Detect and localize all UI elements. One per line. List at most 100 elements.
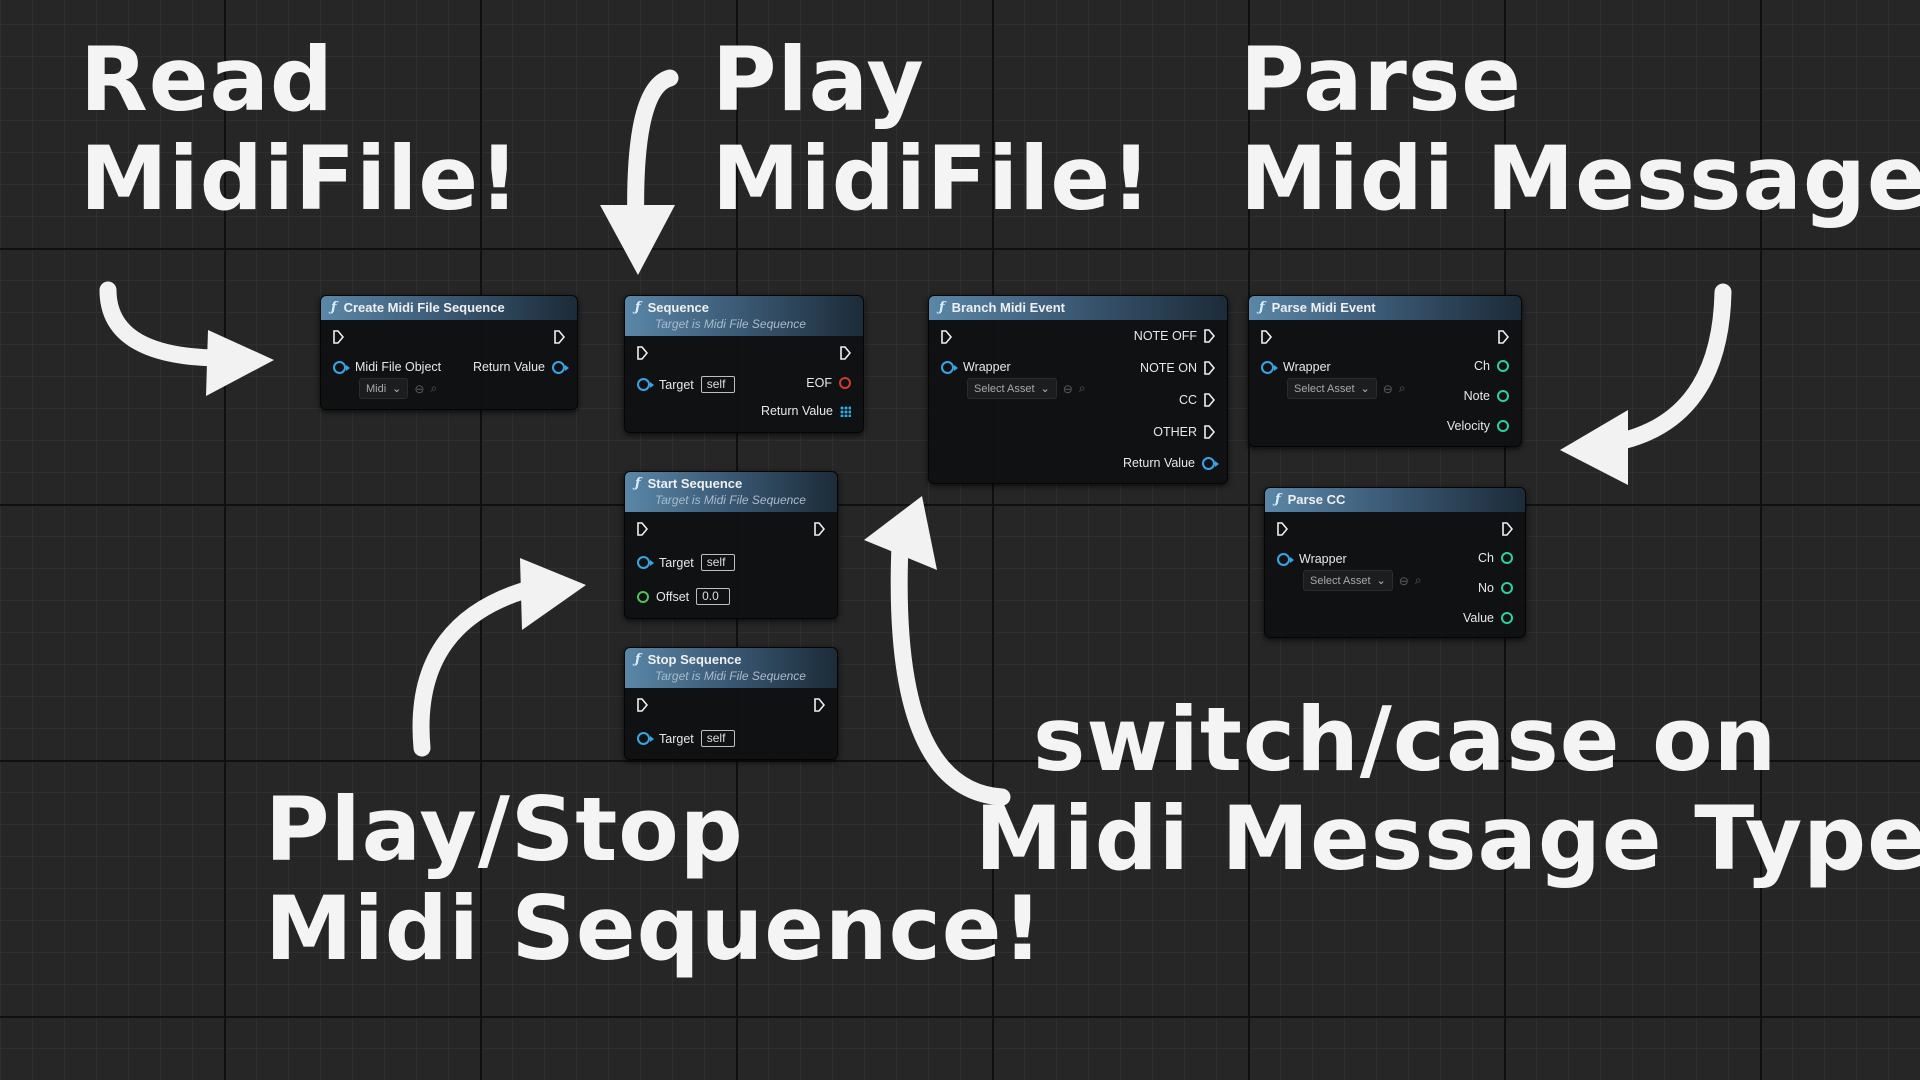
asset-dropdown[interactable]: Select Asset ⌄ bbox=[1287, 378, 1377, 399]
exec-in-pin-icon[interactable] bbox=[637, 522, 648, 536]
exec-out-pin-icon[interactable] bbox=[814, 698, 825, 712]
int-pin-icon[interactable] bbox=[1501, 612, 1513, 624]
asset-dropdown[interactable]: Select Asset ⌄ bbox=[967, 378, 1057, 399]
return-value-pin[interactable]: Return Value bbox=[473, 360, 569, 374]
chevron-down-icon: ⌄ bbox=[392, 383, 402, 395]
offset-value-field[interactable]: 0.0 bbox=[696, 588, 731, 605]
return-value-pin[interactable]: Return Value bbox=[1123, 456, 1219, 470]
object-pin-icon[interactable] bbox=[637, 556, 654, 569]
node-parse-midi-event[interactable]: ƒ Parse Midi Event Wrapper Select Asset … bbox=[1248, 295, 1522, 447]
wrapper-asset-picker[interactable]: Select Asset ⌄ ⊖ ⌕ bbox=[1287, 378, 1406, 399]
object-pin-icon[interactable] bbox=[941, 360, 958, 374]
pin-label: Value bbox=[1462, 611, 1494, 625]
node-title: Start Sequence bbox=[647, 476, 743, 491]
exec-in-pin-icon[interactable] bbox=[1277, 522, 1288, 536]
exec-out-note-off[interactable]: NOTE OFF bbox=[1134, 329, 1215, 343]
float-pin-icon[interactable] bbox=[637, 590, 649, 603]
node-create-midi-file-sequence[interactable]: ƒ Create Midi File Sequence Midi File Ob… bbox=[320, 295, 578, 410]
target-pin[interactable]: Target self bbox=[637, 376, 735, 393]
exec-in-pin-icon[interactable] bbox=[637, 698, 648, 712]
target-pin[interactable]: Target self bbox=[637, 730, 735, 747]
output-value-pin[interactable]: Value bbox=[1463, 611, 1513, 625]
chevron-down-icon: ⌄ bbox=[1376, 575, 1386, 587]
exec-in-pin-icon[interactable] bbox=[637, 346, 648, 360]
exec-out-pin-icon[interactable] bbox=[1502, 522, 1513, 536]
node-stop-sequence[interactable]: ƒ Stop Sequence Target is Midi File Sequ… bbox=[624, 647, 838, 760]
wrapper-pin[interactable]: Wrapper bbox=[941, 360, 1011, 374]
exec-out-pin-icon[interactable] bbox=[840, 346, 851, 360]
wrapper-asset-picker[interactable]: Select Asset ⌄ ⊖ ⌕ bbox=[967, 378, 1086, 399]
target-pin[interactable]: Target self bbox=[637, 554, 735, 571]
wrapper-pin[interactable]: Wrapper bbox=[1277, 552, 1347, 566]
node-start-sequence[interactable]: ƒ Start Sequence Target is Midi File Seq… bbox=[624, 471, 838, 619]
object-pin-icon[interactable] bbox=[333, 360, 350, 374]
wrapper-asset-picker[interactable]: Select Asset ⌄ ⊖ ⌕ bbox=[1303, 570, 1422, 591]
exec-out-pin-icon[interactable] bbox=[1204, 329, 1215, 343]
int-pin-icon[interactable] bbox=[1497, 360, 1509, 372]
exec-out-pin-icon[interactable] bbox=[554, 330, 565, 344]
int-pin-icon[interactable] bbox=[1497, 420, 1509, 432]
exec-out-note-on[interactable]: NOTE ON bbox=[1140, 361, 1215, 375]
exec-in-pin-icon[interactable] bbox=[1261, 330, 1272, 344]
exec-out-pin-icon[interactable] bbox=[1204, 425, 1215, 439]
arrow-left-circle-icon[interactable]: ⊖ bbox=[1398, 573, 1409, 588]
caption-parse-midi-message: Parse Midi Message! bbox=[1240, 28, 1920, 231]
output-note-pin[interactable]: Note bbox=[1464, 389, 1509, 403]
asset-dropdown[interactable]: Midi ⌄ bbox=[359, 378, 409, 399]
caption-play-stop-sequence: Play/Stop Midi Sequence! bbox=[265, 778, 1044, 981]
node-header[interactable]: ƒ Parse Midi Event bbox=[1249, 296, 1521, 320]
search-icon[interactable]: ⌕ bbox=[430, 381, 438, 395]
target-value-field[interactable]: self bbox=[700, 376, 735, 393]
object-pin-icon[interactable] bbox=[1277, 552, 1294, 566]
int-pin-icon[interactable] bbox=[1497, 390, 1509, 402]
object-pin-icon[interactable] bbox=[1261, 360, 1278, 374]
node-branch-midi-event[interactable]: ƒ Branch Midi Event Wrapper Select Asset… bbox=[928, 295, 1228, 484]
midi-asset-picker[interactable]: Midi ⌄ ⊖ ⌕ bbox=[359, 378, 437, 399]
search-icon[interactable]: ⌕ bbox=[1414, 573, 1422, 587]
output-velocity-pin[interactable]: Velocity bbox=[1447, 419, 1509, 433]
bool-pin-icon[interactable] bbox=[839, 377, 851, 389]
asset-dropdown[interactable]: Select Asset ⌄ bbox=[1303, 570, 1393, 591]
arrow-left-circle-icon[interactable]: ⊖ bbox=[1062, 381, 1073, 396]
node-header[interactable]: ƒ Stop Sequence Target is Midi File Sequ… bbox=[625, 648, 837, 688]
exec-in-pin-icon[interactable] bbox=[333, 330, 344, 344]
object-pin-icon[interactable] bbox=[637, 732, 654, 745]
pin-label: Offset bbox=[656, 589, 690, 604]
exec-out-cc[interactable]: CC bbox=[1179, 393, 1215, 407]
search-icon[interactable]: ⌕ bbox=[1398, 381, 1406, 395]
caption-read-midifile: Read MidiFile! bbox=[80, 28, 521, 231]
exec-out-pin-icon[interactable] bbox=[1498, 330, 1509, 344]
node-parse-cc[interactable]: ƒ Parse CC Wrapper Select Asset ⌄ ⊖ ⌕ Ch… bbox=[1264, 487, 1526, 638]
node-header[interactable]: ƒ Branch Midi Event bbox=[929, 296, 1227, 320]
exec-out-pin-icon[interactable] bbox=[1204, 361, 1215, 375]
eof-pin[interactable]: EOF bbox=[806, 376, 851, 390]
node-header[interactable]: ƒ Parse CC bbox=[1265, 488, 1525, 512]
object-pin-icon[interactable] bbox=[1202, 456, 1219, 470]
exec-out-other[interactable]: OTHER bbox=[1153, 425, 1215, 439]
target-value-field[interactable]: self bbox=[700, 730, 735, 747]
exec-in-pin-icon[interactable] bbox=[941, 330, 952, 344]
search-icon[interactable]: ⌕ bbox=[1078, 381, 1086, 395]
object-pin-icon[interactable] bbox=[637, 378, 654, 391]
return-value-pin[interactable]: Return Value bbox=[761, 404, 851, 418]
int-pin-icon[interactable] bbox=[1501, 552, 1513, 564]
exec-out-pin-icon[interactable] bbox=[814, 522, 825, 536]
node-header[interactable]: ƒ Start Sequence Target is Midi File Seq… bbox=[625, 472, 837, 512]
node-header[interactable]: ƒ Sequence Target is Midi File Sequence bbox=[625, 296, 863, 336]
wrapper-pin[interactable]: Wrapper bbox=[1261, 360, 1331, 374]
node-sequence[interactable]: ƒ Sequence Target is Midi File Sequence … bbox=[624, 295, 864, 433]
midi-file-object-pin[interactable]: Midi File Object bbox=[333, 360, 441, 374]
arrow-left-circle-icon[interactable]: ⊖ bbox=[1382, 381, 1393, 396]
target-value-field[interactable]: self bbox=[700, 554, 735, 571]
output-ch-pin[interactable]: Ch bbox=[1478, 551, 1513, 565]
output-no-pin[interactable]: No bbox=[1478, 581, 1513, 595]
object-pin-icon[interactable] bbox=[552, 360, 569, 374]
exec-out-pin-icon[interactable] bbox=[1204, 393, 1215, 407]
int-pin-icon[interactable] bbox=[1501, 582, 1513, 594]
node-header[interactable]: ƒ Create Midi File Sequence bbox=[321, 296, 577, 320]
arrow-left-circle-icon[interactable]: ⊖ bbox=[414, 381, 425, 396]
array-pin-icon[interactable] bbox=[840, 405, 851, 417]
output-ch-pin[interactable]: Ch bbox=[1474, 359, 1509, 373]
arrow-playstop-to-start bbox=[412, 576, 554, 757]
offset-pin[interactable]: Offset 0.0 bbox=[637, 588, 731, 605]
